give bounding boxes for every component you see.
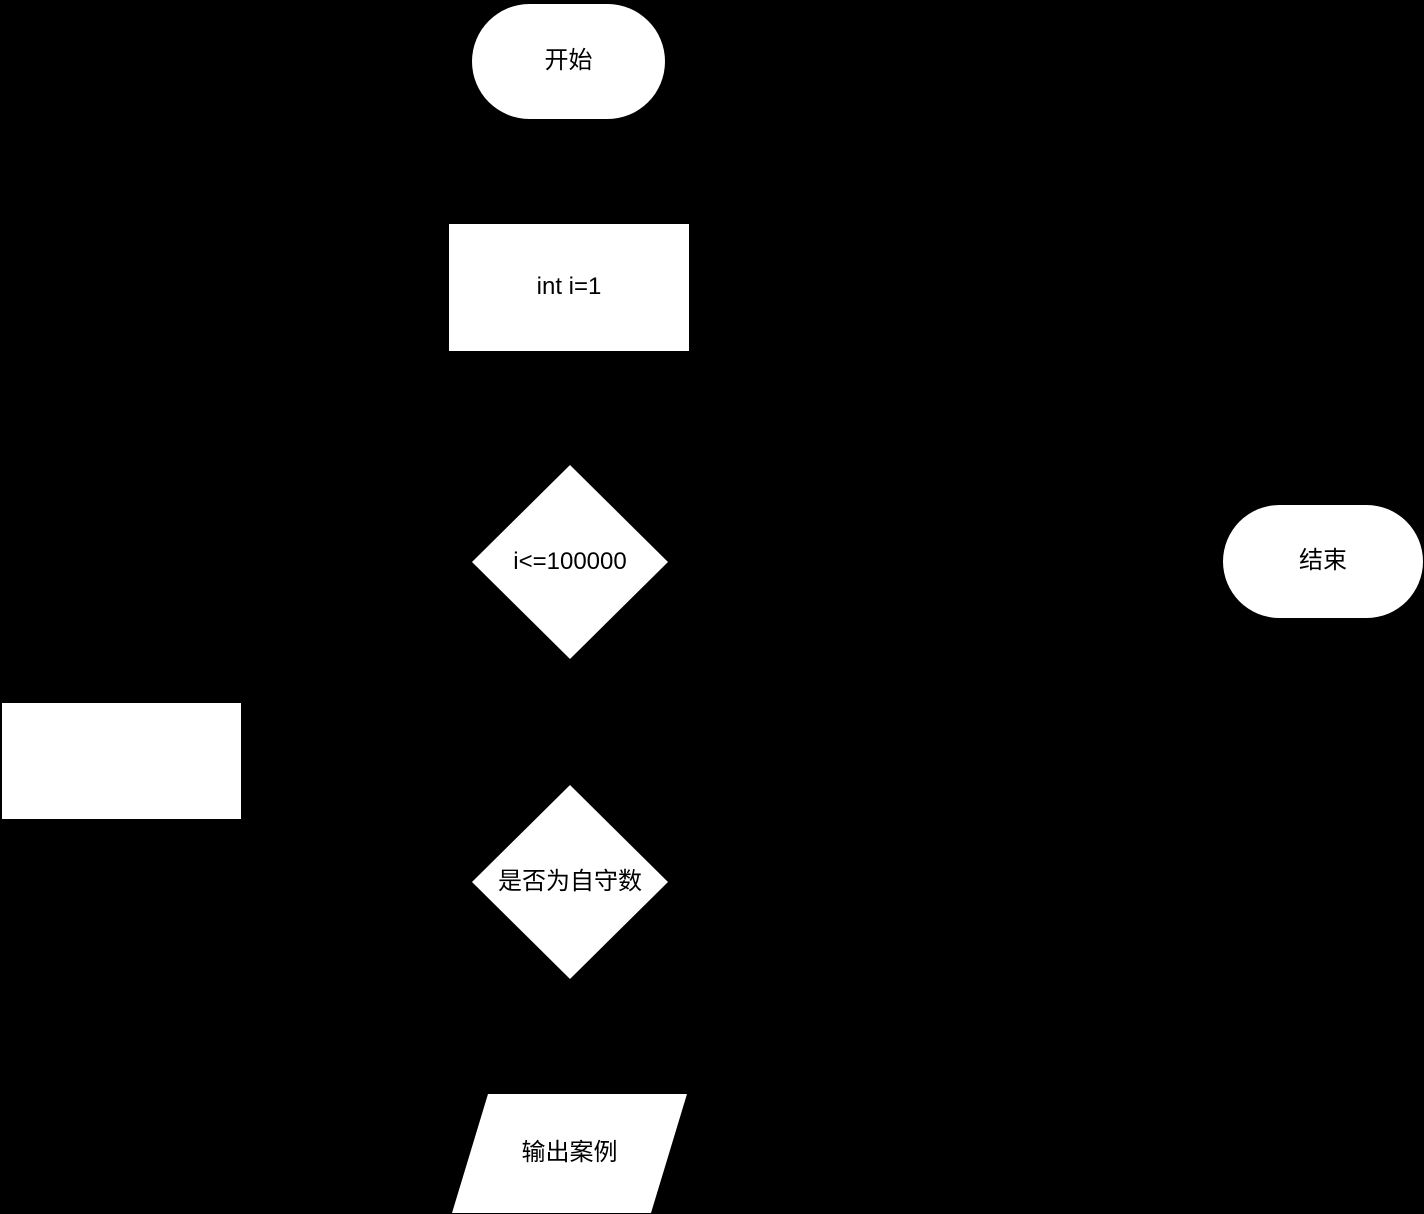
loop-condition-node-label: i<=100000	[513, 547, 627, 575]
flowchart-node-init-process: int i=1	[449, 224, 689, 351]
flowchart-node-empty-process	[2, 703, 241, 819]
flowchart-node-loop-condition-decision: i<=100000	[472, 465, 668, 659]
flowchart-node-automorphic-check-decision: 是否为自守数	[472, 785, 668, 979]
start-node-label: 开始	[544, 47, 593, 75]
flowchart-node-end-terminator: 结束	[1223, 505, 1423, 618]
flowchart-node-output-parallelogram: 输出案例	[452, 1094, 687, 1213]
output-node-label: 输出案例	[521, 1139, 618, 1167]
end-node-label: 结束	[1299, 547, 1347, 575]
flowchart-node-start-terminator: 开始	[472, 4, 665, 119]
automorphic-check-node-label: 是否为自守数	[498, 867, 642, 895]
init-node-label: int i=1	[536, 273, 602, 301]
